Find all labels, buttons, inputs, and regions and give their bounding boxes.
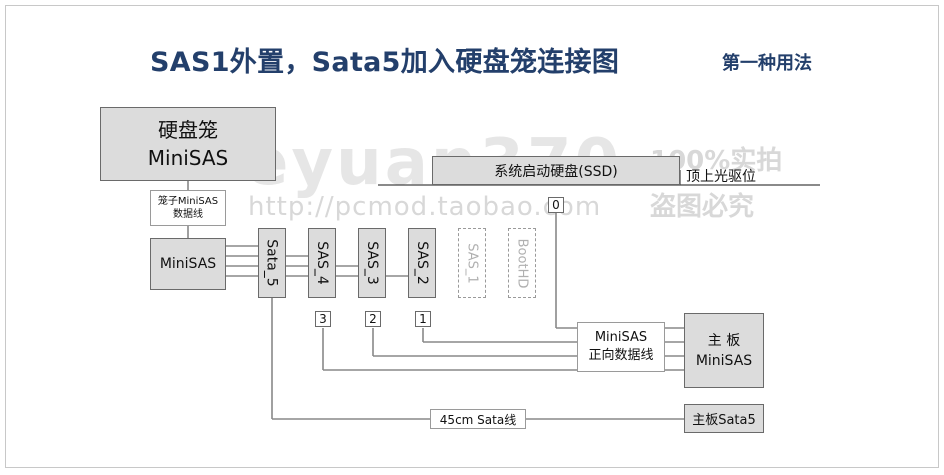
sas3-port-number: 2 (365, 311, 381, 327)
motherboard-minisas-label: MiniSAS (695, 352, 753, 369)
sas1-label: SAS_1 (464, 242, 480, 284)
sas4-connector: SAS_4 (308, 228, 336, 298)
ssd-boot-drive-box: 系统启动硬盘(SSD) (432, 156, 680, 185)
sata-cable-label: 45cm Sata线 (430, 409, 526, 429)
minisas-forward-cable-label: MiniSAS 正向数据线 (577, 322, 665, 372)
motherboard-sata5-box: 主板Sata5 (684, 404, 764, 433)
sas1-connector-unused: SAS_1 (458, 228, 486, 298)
cage-cable-line1: 笼子MiniSAS (157, 196, 219, 207)
watermark-url: http://pcmod.taobao.com (248, 192, 602, 222)
motherboard-label: 主 板 (707, 332, 741, 349)
forward-cable-line1: MiniSAS (594, 330, 648, 345)
ssd-port-number: 0 (548, 197, 564, 213)
sata5-label: Sata_5 (264, 239, 281, 287)
page-title: SAS1外置，Sata5加入硬盘笼连接图 (150, 47, 620, 78)
minisas-connector-box: MiniSAS (150, 238, 226, 290)
sas4-port-number: 3 (315, 311, 331, 327)
sas4-label: SAS_4 (314, 241, 330, 285)
drive-cage-box: 硬盘笼 MiniSAS (100, 107, 276, 181)
sas3-label: SAS_3 (364, 241, 380, 285)
top-drive-bay-label: 顶上光驱位 (686, 169, 756, 185)
drive-cage-label: 硬盘笼 (158, 118, 218, 142)
forward-cable-line2: 正向数据线 (588, 348, 654, 363)
sas2-label: SAS_2 (414, 241, 430, 285)
sas2-port-number: 1 (415, 311, 431, 327)
page-subtitle: 第一种用法 (722, 53, 812, 74)
diagram-frame (5, 5, 939, 468)
watermark-copyright: 盗图必究 (650, 192, 755, 222)
sas3-connector: SAS_3 (358, 228, 386, 298)
motherboard-minisas-box: 主 板 MiniSAS (684, 313, 764, 388)
sas2-connector: SAS_2 (408, 228, 436, 298)
cage-minisas-cable-label: 笼子MiniSAS 数据线 (150, 190, 226, 226)
drive-cage-minisas-label: MiniSAS (147, 146, 229, 170)
sata5-connector: Sata_5 (258, 228, 286, 298)
boothd-label: BootHD (514, 238, 530, 288)
cage-cable-line2: 数据线 (173, 209, 203, 220)
boothd-connector-unused: BootHD (508, 228, 536, 298)
